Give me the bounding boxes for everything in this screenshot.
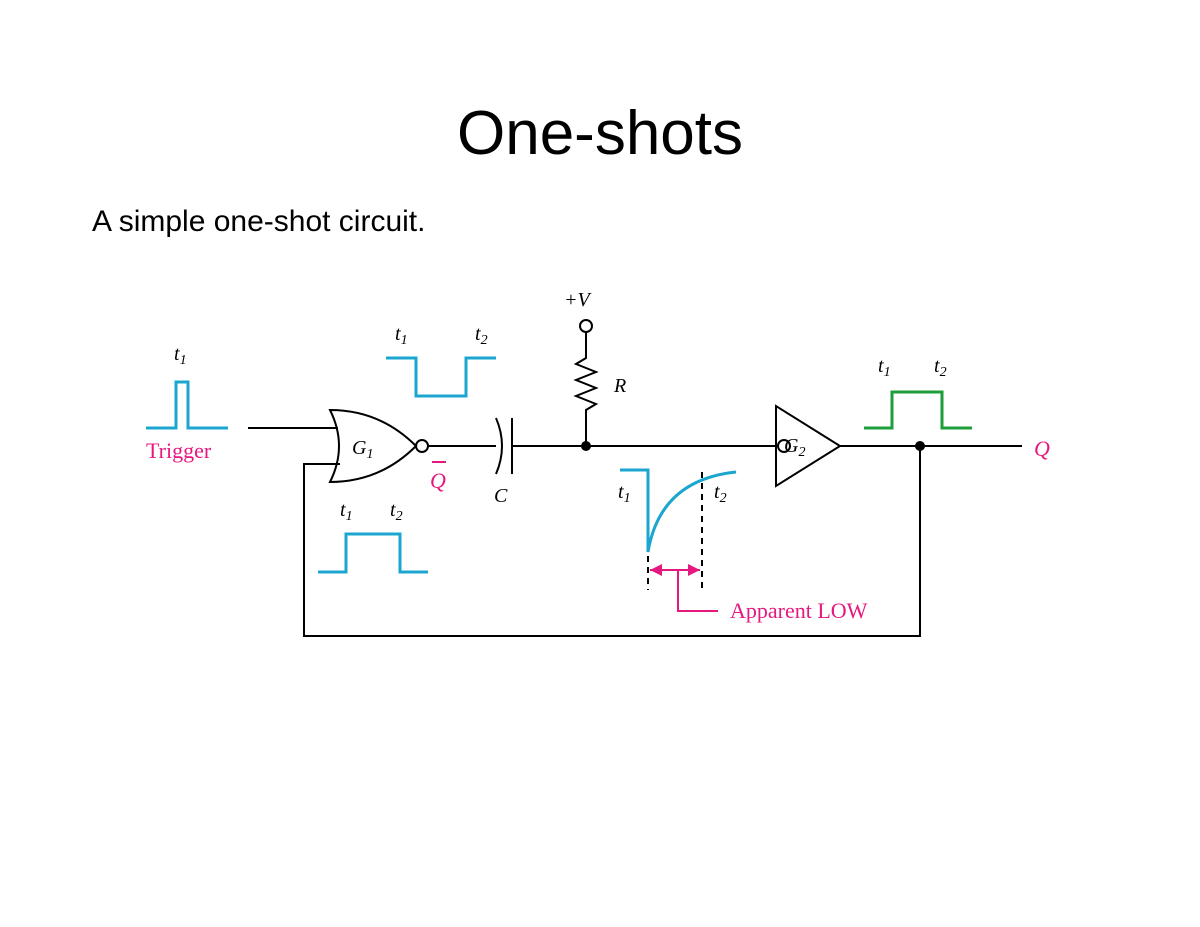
qbar-label: Q	[430, 468, 446, 493]
trigger-t1-label: t1	[174, 343, 187, 368]
gate-g2	[775, 404, 842, 488]
feedback-t2-label: t2	[390, 499, 403, 524]
rc-node-dot	[581, 441, 591, 451]
rc-node-waveform	[620, 468, 737, 553]
slide-subtitle: A simple one-shot circuit.	[92, 205, 426, 238]
supply-label: +V	[564, 289, 592, 311]
gate-g1-label: G1	[352, 437, 373, 462]
resistor-r	[573, 332, 599, 446]
feedback-loop-wire	[303, 446, 921, 637]
trigger-waveform	[146, 380, 228, 430]
q-t1-label: t1	[878, 355, 891, 380]
trigger-label: Trigger	[146, 438, 212, 463]
rc-t1-label: t1	[618, 481, 631, 506]
apparent-low-label: Apparent LOW	[730, 598, 868, 623]
rc-t2-label: t2	[714, 481, 727, 506]
qbar-t1-label: t1	[395, 323, 408, 348]
gate-g2-label: G2	[784, 435, 805, 460]
feedback-t1-label: t1	[340, 499, 353, 524]
q-t2-label: t2	[934, 355, 947, 380]
gate-g1	[328, 408, 429, 484]
qbar-waveform	[386, 356, 496, 398]
slide-title: One-shots	[456, 99, 744, 168]
qbar-t2-label: t2	[475, 323, 488, 348]
q-output-waveform	[864, 390, 972, 430]
supply-terminal	[579, 319, 593, 333]
feedback-waveform	[318, 532, 428, 574]
q-output-label: Q	[1034, 436, 1050, 461]
capacitor-label: C	[494, 485, 508, 507]
capacitor-c	[495, 417, 513, 475]
apparent-low-arrow	[650, 564, 718, 612]
resistor-label: R	[613, 375, 626, 397]
